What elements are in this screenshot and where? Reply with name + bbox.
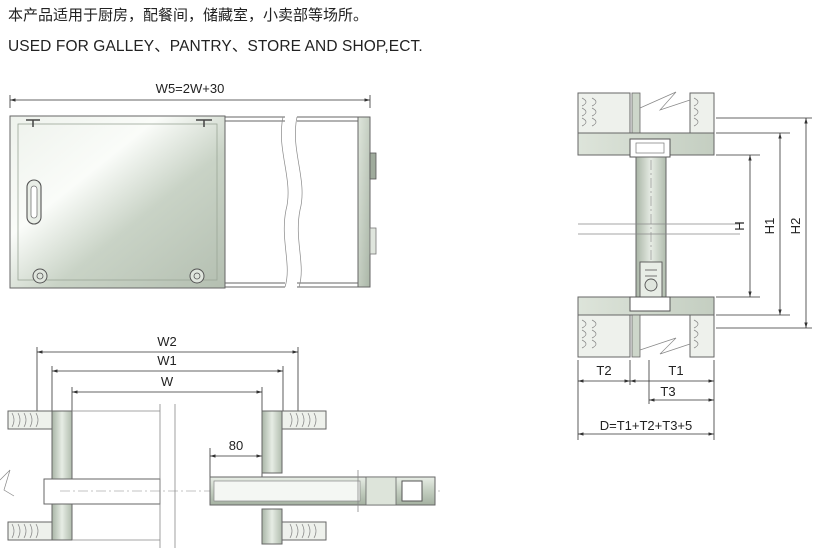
section-wall-bottom-right: [689, 314, 715, 358]
section-wall-top-right: [689, 92, 715, 134]
elevation-view: W5=2W+30: [9, 81, 377, 289]
door-panel: [9, 115, 226, 289]
door-panel-inset: [17, 123, 218, 281]
jamb-keeper-upper: [369, 152, 377, 180]
hanger-bracket-right: [196, 119, 212, 127]
elevation-break-line-left: [281, 116, 289, 288]
plan-panel-end-profile: [401, 480, 423, 502]
elevation-width-label: W5=2W+30: [156, 81, 225, 96]
section-wall-top-left: [577, 92, 631, 134]
plan-jamb-right-upper: [261, 410, 283, 474]
plan-w2-label: W2: [157, 334, 177, 349]
caption-chinese: 本产品适用于厨房，配餐间，储藏室，小卖部等场所。: [8, 6, 369, 24]
section-view: H H1 H2 T2 T1 T3 D=T1+T2+T3+5: [577, 91, 812, 440]
section-h-label: H: [732, 221, 747, 230]
elevation-right-jamb: [357, 116, 371, 288]
section-bottom-guide: [629, 296, 671, 312]
plan-gap-label: 80: [229, 438, 243, 453]
plan-w1-label: W1: [157, 353, 177, 368]
roller-left: [32, 268, 48, 284]
section-d-label: D=T1+T2+T3+5: [600, 418, 693, 433]
plan-jamb-left: [51, 410, 73, 541]
roller-right: [189, 268, 205, 284]
hanger-bracket-left: [26, 119, 40, 127]
elevation-break-line-right: [295, 116, 303, 288]
plan-view: W2 W1 W 80: [0, 334, 440, 548]
section-t3-label: T3: [660, 384, 675, 399]
section-wall-bottom-left: [577, 314, 631, 358]
section-t2-label: T2: [596, 363, 611, 378]
plan-threshold-left: [43, 478, 161, 505]
caption-english: USED FOR GALLEY、PANTRY、STORE AND SHOP,EC…: [8, 38, 423, 55]
section-h2-label: H2: [788, 218, 803, 235]
plan-jamb-right-lower: [261, 508, 283, 545]
plan-w-label: W: [161, 374, 174, 389]
section-t1-label: T1: [668, 363, 683, 378]
door-handle-grip: [30, 185, 38, 219]
section-h1-label: H1: [762, 218, 777, 235]
jamb-keeper-lower: [369, 227, 377, 255]
